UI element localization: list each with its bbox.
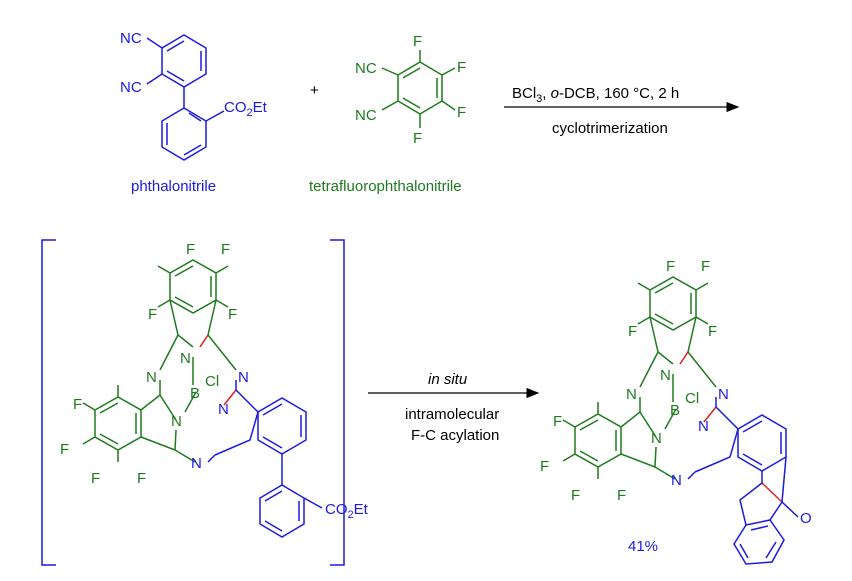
intermediate-green-core <box>82 259 237 463</box>
product-red-bonds <box>679 351 783 503</box>
prod-f-2: F <box>701 258 710 275</box>
step1-reagents: BCl3, o-DCB, 160 °C, 2 h <box>512 85 679 105</box>
plus-sign: + <box>310 82 319 99</box>
r2-name: tetrafluorophthalonitrile <box>309 178 462 195</box>
prod-yield: 41% <box>628 538 658 555</box>
prod-n-2: N <box>660 367 671 384</box>
int-f-6: F <box>60 441 69 458</box>
r2-nc-bottom: NC <box>355 107 377 124</box>
r2-f-right-top: F <box>457 59 466 76</box>
r1-ester-co: CO <box>224 99 247 116</box>
r1-nc-bottom: NC <box>120 79 142 96</box>
prod-cl: Cl <box>685 390 699 407</box>
r2-nc-top: NC <box>355 60 377 77</box>
r1-ester-et: Et <box>253 99 268 116</box>
int-ester-et: Et <box>354 501 369 518</box>
prod-b: B <box>670 402 680 419</box>
int-n-4: N <box>218 401 229 418</box>
int-n-5: N <box>238 369 249 386</box>
int-f-4: F <box>228 306 237 323</box>
int-n-3: N <box>171 413 182 430</box>
prod-f-1: F <box>666 258 675 275</box>
prod-f-4: F <box>708 323 717 340</box>
int-f-8: F <box>137 470 146 487</box>
prod-n-5: N <box>718 386 729 403</box>
intermediate-brackets <box>41 239 345 566</box>
int-f-3: F <box>148 306 157 323</box>
int-f-1: F <box>186 241 195 258</box>
r1-ester-sub: 2 <box>247 107 253 119</box>
int-ester-co: CO <box>325 501 348 518</box>
r1-name: phthalonitrile <box>131 178 216 195</box>
int-cl: Cl <box>205 373 219 390</box>
int-ester-sub: 2 <box>348 509 354 521</box>
step2-insitu: in situ <box>428 371 468 388</box>
int-n-6: N <box>191 455 202 472</box>
prod-f-6: F <box>540 458 549 475</box>
r2-f-top: F <box>413 33 422 50</box>
int-f-7: F <box>91 470 100 487</box>
prod-n-4: N <box>698 418 709 435</box>
prod-f-3: F <box>628 323 637 340</box>
int-n-2: N <box>180 350 191 367</box>
r1-nc-top: NC <box>120 30 142 47</box>
product-blue-part <box>687 397 799 565</box>
step1-reagents-italic: o <box>551 85 559 102</box>
r2-f-bottom: F <box>413 130 422 147</box>
int-f-5: F <box>73 396 82 413</box>
prod-n-3: N <box>651 430 662 447</box>
prod-n-1: N <box>626 386 637 403</box>
int-b: B <box>190 385 200 402</box>
int-f-2: F <box>221 241 230 258</box>
reactant-tetrafluorophthalonitrile <box>381 50 456 128</box>
prod-n-6: N <box>671 472 682 489</box>
intermediate-red-bonds <box>199 334 237 406</box>
step1-reagents-a: BCl <box>512 85 536 102</box>
step1-reagents-b: , <box>542 85 550 102</box>
int-ester: CO2Et <box>325 501 369 521</box>
product-green-core <box>562 276 717 480</box>
step1-reagents-c: -DCB, 160 °C, 2 h <box>559 85 679 102</box>
prod-f-7: F <box>571 487 580 504</box>
int-n-1: N <box>146 369 157 386</box>
step1-label: cyclotrimerization <box>552 120 668 137</box>
prod-o: O <box>800 510 812 527</box>
step2-line2: F-C acylation <box>411 427 499 444</box>
prod-f-5: F <box>553 413 562 430</box>
step1-reagents-sub: 3 <box>536 93 542 105</box>
intermediate-blue-part <box>207 380 323 538</box>
reactant-phthalonitrile <box>146 34 225 161</box>
r2-f-right-bottom: F <box>457 104 466 121</box>
prod-f-8: F <box>617 487 626 504</box>
step2-line1: intramolecular <box>405 406 499 423</box>
r1-ester: CO2Et <box>224 99 268 119</box>
